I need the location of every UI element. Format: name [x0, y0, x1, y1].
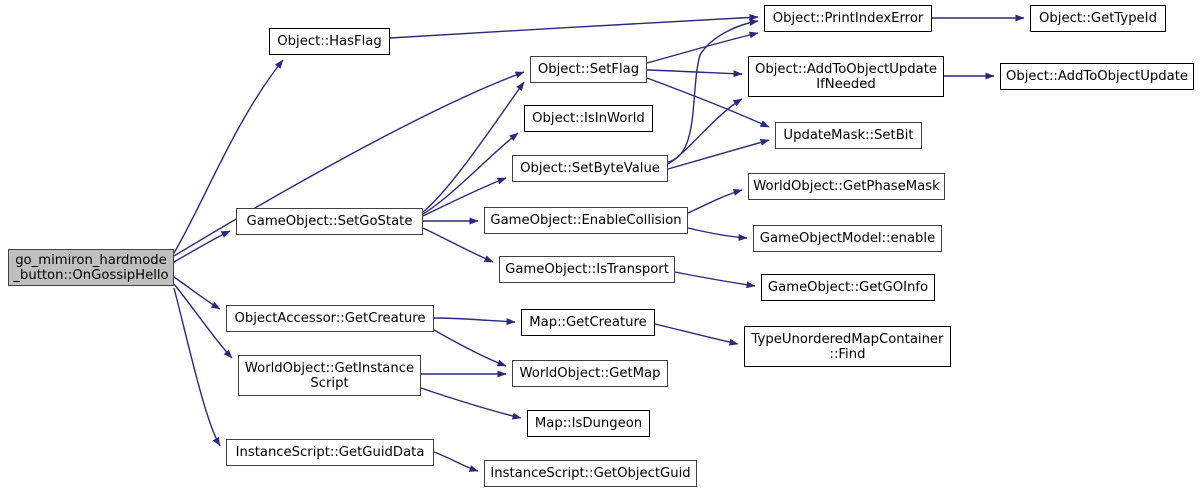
graph-node-enablecollision[interactable]: GameObject::EnableCollision: [484, 207, 688, 234]
graph-edge-setflag-to-addtoobjupdifn: [646, 69, 743, 78]
graph-edge-root-to-objaccgetcrea: [173, 276, 221, 310]
graph-edge-setgostate-to-setflag: [422, 81, 525, 213]
graph-node-hasflag[interactable]: Object::HasFlag: [269, 28, 390, 55]
graph-edge-enablecollision-to-gomodelenable: [687, 227, 748, 241]
graph-edge-setbytevalue-to-addtoobjupdifn: [667, 98, 743, 165]
graph-node-isinworld[interactable]: Object::IsInWorld: [524, 105, 653, 132]
graph-node-getphasemask[interactable]: WorldObject::GetPhaseMask: [748, 173, 945, 200]
graph-edge-setflag-to-updatemasksetbit: [646, 77, 770, 128]
graph-edge-setflag-to-printindexerror: [646, 31, 759, 64]
graph-node-mapgetcreature[interactable]: Map::GetCreature: [521, 309, 655, 336]
graph-node-setgostate[interactable]: GameObject::SetGoState: [236, 208, 423, 235]
graph-edge-root-to-getinstscript: [173, 283, 233, 359]
graph-edge-root-to-setgostate: [173, 230, 231, 263]
graph-node-typeunordfind[interactable]: TypeUnorderedMapContainer ::Find: [744, 326, 951, 367]
graph-node-objaccgetcrea[interactable]: ObjectAccessor::GetCreature: [226, 305, 434, 332]
graph-node-updatemasksetbit[interactable]: UpdateMask::SetBit: [775, 122, 922, 149]
graph-node-gettypeid[interactable]: Object::GetTypeId: [1030, 5, 1166, 32]
graph-edge-hasflag-to-printindexerror: [389, 13, 759, 39]
graph-edge-setgostate-to-isinworld: [422, 132, 519, 215]
graph-node-setbytevalue[interactable]: Object::SetByteValue: [512, 155, 668, 182]
graph-edge-setbytevalue-to-updatemasksetbit: [667, 138, 770, 170]
graph-node-setflag[interactable]: Object::SetFlag: [530, 56, 647, 83]
graph-node-gomodelenable[interactable]: GameObjectModel::enable: [753, 225, 942, 252]
graph-node-getgoinfo[interactable]: GameObject::GetGOInfo: [761, 274, 935, 301]
graph-node-printindexerror[interactable]: Object::PrintIndexError: [764, 5, 932, 32]
graph-edge-objaccgetcrea-to-worldobjgetmap: [433, 329, 507, 367]
graph-node-mapisdungeon[interactable]: Map::IsDungeon: [527, 410, 650, 437]
graph-edge-enablecollision-to-getphasemask: [687, 189, 743, 214]
graph-node-addtoobjupdifn[interactable]: Object::AddToObjectUpdate IfNeeded: [748, 56, 944, 97]
graph-edge-istransport-to-getgoinfo: [674, 271, 756, 289]
graph-edge-setbytevalue-to-printindexerror: [667, 18, 759, 163]
graph-edge-root-to-getguiddata: [173, 287, 221, 447]
graph-node-addtoobjupd[interactable]: Object::AddToObjectUpdate: [1000, 63, 1194, 90]
graph-edge-setgostate-to-setbytevalue: [422, 177, 507, 217]
graph-edge-mapgetcreature-to-typeunordfind: [654, 323, 739, 346]
graph-node-root[interactable]: go_mimiron_hardmode _button::OnGossipHel…: [8, 249, 174, 286]
graph-edge-getinstscript-to-mapisdungeon: [420, 387, 522, 420]
graph-node-getobjectguid[interactable]: InstanceScript::GetObjectGuid: [484, 460, 697, 487]
graph-node-getguiddata[interactable]: InstanceScript::GetGuidData: [226, 439, 434, 466]
graph-edge-objaccgetcrea-to-mapgetcreature: [433, 317, 516, 326]
graph-edge-getguiddata-to-getobjectguid: [433, 451, 479, 472]
graph-edge-setgostate-to-istransport: [422, 227, 494, 263]
graph-node-istransport[interactable]: GameObject::IsTransport: [499, 256, 675, 283]
graph-node-worldobjgetmap[interactable]: WorldObject::GetMap: [512, 360, 668, 387]
graph-edge-root-to-hasflag: [173, 59, 284, 254]
graph-edge-root-to-setflag: [173, 71, 525, 257]
graph-node-getinstscript[interactable]: WorldObject::GetInstance Script: [238, 355, 421, 396]
